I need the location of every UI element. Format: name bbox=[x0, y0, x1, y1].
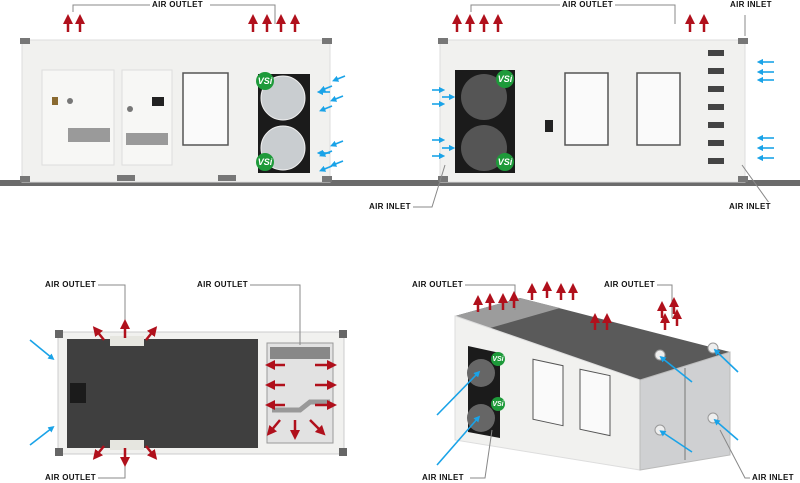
air-outlet-arrow bbox=[145, 326, 158, 341]
vsi-badge: VSi bbox=[491, 352, 505, 366]
vsi-badge: VSi bbox=[496, 70, 514, 88]
ground-line bbox=[0, 180, 800, 186]
air-outlet-arrow bbox=[92, 326, 105, 341]
air-inlet-arrow bbox=[319, 85, 333, 92]
air-outlet-arrow bbox=[309, 419, 326, 436]
vsi-badge: VSi bbox=[256, 153, 274, 171]
air-inlet-arrow bbox=[713, 348, 739, 373]
airflow-arrows bbox=[29, 14, 774, 467]
front-view-enclosure bbox=[20, 38, 332, 183]
label-top-air-outlet-right: AIR OUTLET bbox=[195, 280, 250, 290]
label-front-air-outlet: AIR OUTLET bbox=[150, 0, 205, 10]
label-rear-air-outlet: AIR OUTLET bbox=[560, 0, 615, 10]
label-iso-air-outlet-right: AIR OUTLET bbox=[602, 280, 657, 290]
air-outlet-arrow bbox=[92, 445, 105, 460]
label-top-air-outlet-bottom: AIR OUTLET bbox=[43, 473, 98, 483]
label-top-air-outlet-left: AIR OUTLET bbox=[43, 280, 98, 290]
vsi-badge: VSi bbox=[256, 72, 274, 90]
label-front-air-inlet: AIR INLET bbox=[367, 202, 413, 212]
air-inlet-arrow bbox=[713, 418, 739, 441]
air-inlet-arrow bbox=[332, 75, 346, 82]
rear-view-enclosure bbox=[438, 38, 748, 183]
air-inlet-arrow bbox=[436, 370, 481, 416]
isometric-enclosure bbox=[454, 298, 731, 471]
vsi-badge: VSi bbox=[496, 153, 514, 171]
air-inlet-arrow bbox=[436, 415, 481, 466]
air-inlet-arrow bbox=[319, 165, 333, 172]
label-rear-air-inlet-top: AIR INLET bbox=[728, 0, 774, 10]
air-inlet-arrow bbox=[29, 426, 55, 446]
top-view-enclosure bbox=[55, 330, 347, 456]
label-iso-air-outlet-left: AIR OUTLET bbox=[410, 280, 465, 290]
vsi-badge: VSi bbox=[491, 397, 505, 411]
label-rear-air-inlet-bottom: AIR INLET bbox=[727, 202, 773, 212]
air-outlet-arrow bbox=[145, 445, 158, 460]
label-iso-air-inlet-right: AIR INLET bbox=[750, 473, 796, 483]
air-inlet-arrow bbox=[659, 356, 693, 383]
label-iso-air-inlet-left: AIR INLET bbox=[420, 473, 466, 483]
air-inlet-arrow bbox=[330, 140, 344, 147]
air-outlet-arrow bbox=[266, 419, 281, 436]
air-inlet-arrow bbox=[29, 339, 55, 361]
air-inlet-arrow bbox=[330, 95, 344, 102]
air-inlet-arrow bbox=[330, 160, 344, 167]
air-inlet-arrow bbox=[659, 430, 693, 453]
air-inlet-arrow bbox=[319, 105, 333, 112]
